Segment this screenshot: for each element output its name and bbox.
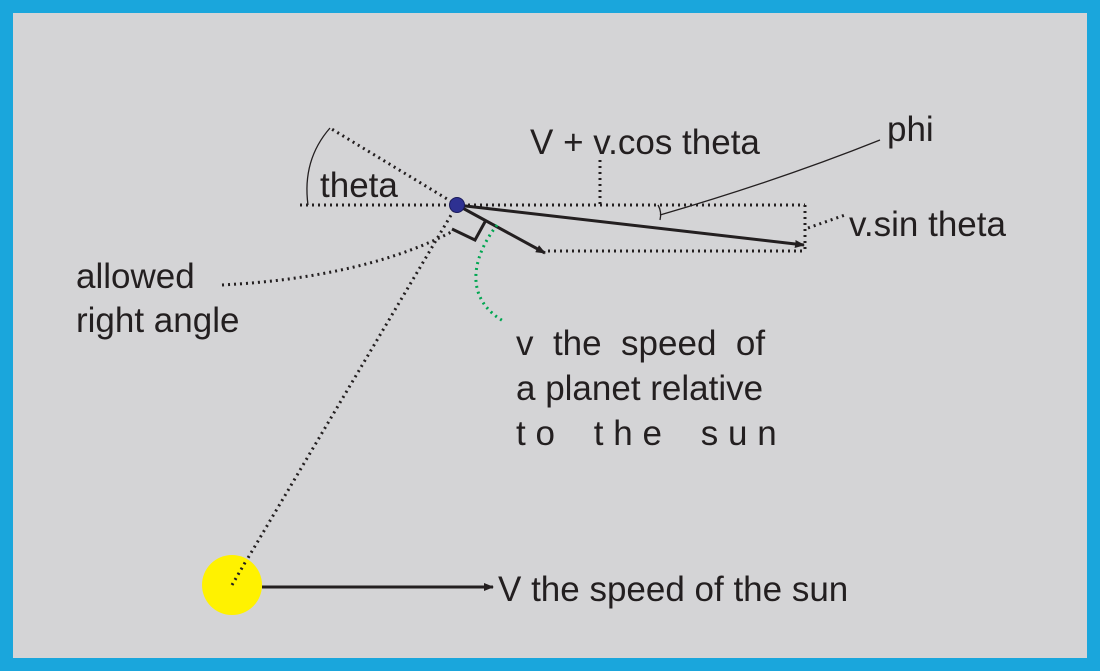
planet-speed-label-line3: t o t h e s u n: [516, 414, 777, 453]
allowed-label-line1: allowed: [76, 257, 195, 296]
v-cos-theta-label: V + v.cos theta: [530, 123, 760, 162]
theta-side-line: [329, 126, 458, 207]
resultant-velocity-arrow: [456, 203, 805, 248]
theta-label: theta: [320, 166, 398, 205]
planet-velocity-arrow: [456, 203, 546, 255]
sun-planet-line-inner: [230, 560, 248, 586]
planet-sun-line: [230, 204, 459, 586]
right-angle-mark: [451, 219, 488, 242]
allowed-right-angle-leader: [221, 228, 456, 287]
allowed-label-line2: right angle: [76, 301, 239, 340]
planet-speed-label-line2: a planet relative: [516, 369, 763, 408]
phi-leader-line: [659, 139, 881, 216]
theta-arc: [306, 127, 331, 206]
phi-label: phi: [887, 110, 934, 149]
planet-speed-leader: [474, 224, 506, 324]
v-sin-theta-label: v.sin theta: [849, 205, 1006, 244]
planet: [449, 197, 465, 213]
sun-speed-label: V the speed of the sun: [498, 570, 848, 609]
planet-speed-label-line1: v the speed of: [516, 324, 765, 363]
vsin-leader-line: [807, 213, 846, 230]
phi-arc: [657, 204, 662, 221]
